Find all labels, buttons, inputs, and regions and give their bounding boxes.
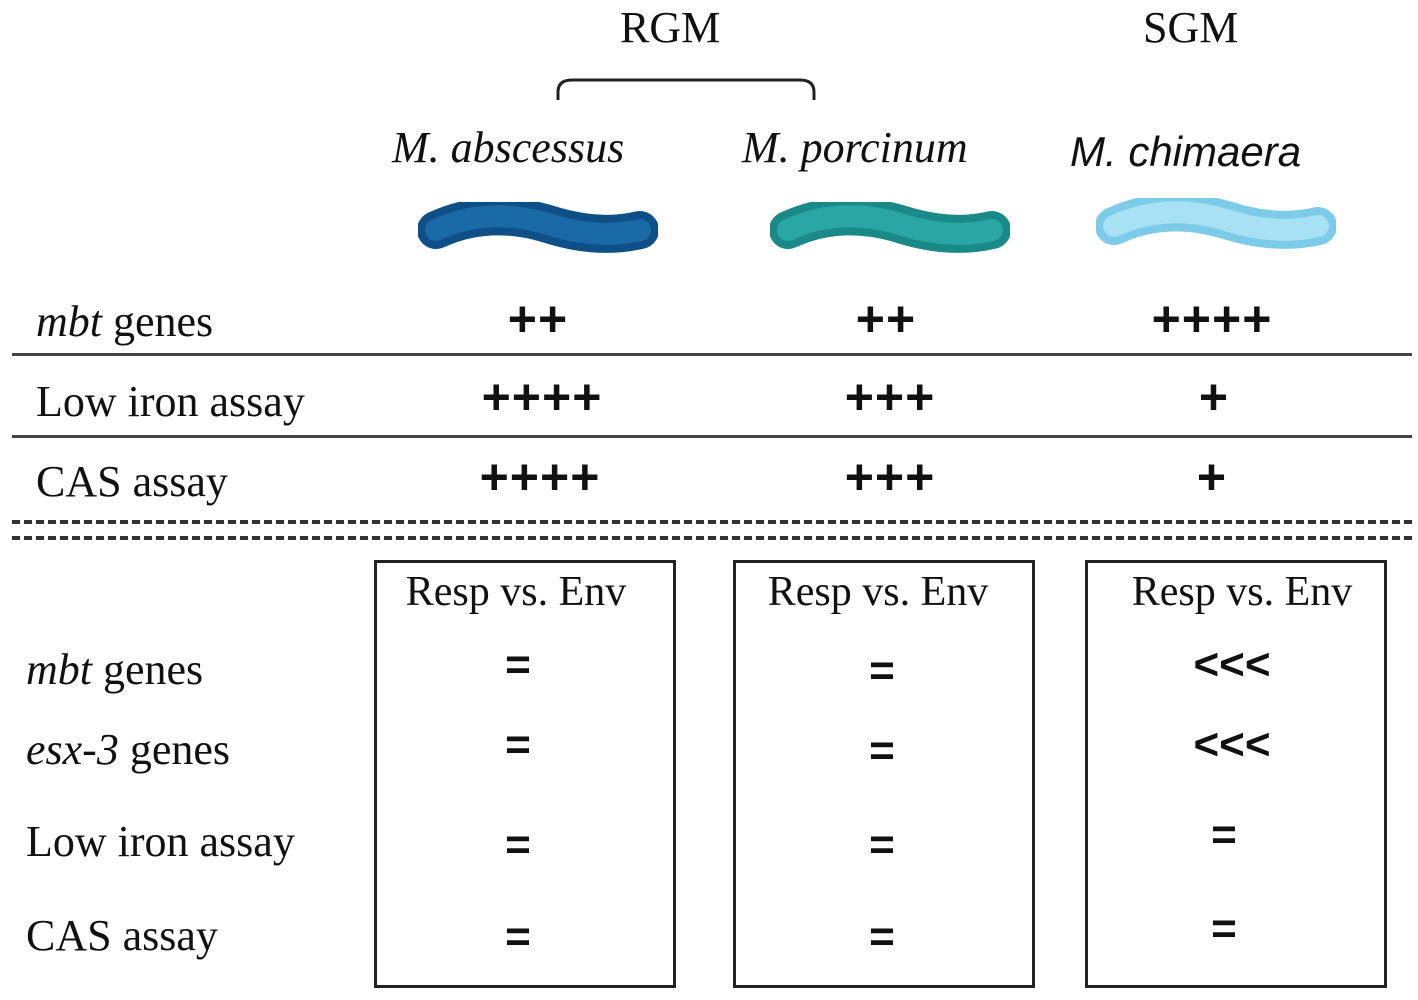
row-label-low-iron-bottom: Low iron assay	[26, 817, 295, 866]
cmp-cas-porcinum: =	[869, 912, 895, 961]
comparison-header-abscessus: Resp vs. Env	[405, 569, 627, 615]
score-low-iron-abscessus: ++++	[481, 369, 603, 425]
row-divider	[12, 435, 1412, 438]
cmp-low-iron-porcinum: =	[869, 820, 895, 869]
score-low-iron-chimaera: +	[1198, 369, 1230, 425]
score-mbt-chimaera: ++++	[1151, 291, 1273, 347]
comparison-header-chimaera: Resp vs. Env	[1131, 569, 1353, 615]
cmp-cas-abscessus: =	[505, 912, 531, 961]
rgm-bracket	[556, 78, 816, 100]
cmp-esx3-porcinum: =	[869, 726, 895, 775]
score-cas-chimaera: +	[1196, 449, 1228, 505]
row-label-cas-top: CAS assay	[36, 457, 228, 506]
species-name-chimaera: M. chimaera	[1070, 128, 1302, 175]
cmp-low-iron-chimaera: =	[1211, 810, 1237, 859]
section-separator	[12, 520, 1412, 524]
cmp-low-iron-abscessus: =	[505, 820, 531, 869]
row-label-low-iron-top: Low iron assay	[36, 377, 305, 426]
bacterium-icon-chimaera	[1096, 198, 1336, 249]
bacterium-icon-porcinum	[770, 202, 1010, 253]
row-label-cas-bottom: CAS assay	[26, 911, 218, 960]
cmp-mbt-abscessus: =	[505, 640, 531, 689]
score-mbt-abscessus: ++	[507, 291, 569, 347]
row-label-esx3-genes: esx-3 genes	[26, 725, 231, 774]
comparison-header-porcinum: Resp vs. Env	[767, 569, 989, 615]
bacterium-icon-abscessus	[418, 202, 658, 253]
cmp-esx3-chimaera: <<<	[1193, 720, 1271, 769]
group-label-rgm: RGM	[620, 3, 721, 52]
species-name-porcinum: M. porcinum	[742, 123, 968, 172]
row-label-mbt-genes-bottom: mbt genes	[26, 645, 204, 694]
cmp-esx3-abscessus: =	[505, 720, 531, 769]
comparison-box-abscessus	[374, 560, 676, 988]
score-mbt-porcinum: ++	[855, 291, 917, 347]
cmp-mbt-porcinum: =	[869, 646, 895, 695]
section-separator	[12, 536, 1412, 540]
row-divider	[12, 353, 1412, 356]
species-name-abscessus: M. abscessus	[392, 123, 625, 172]
group-label-sgm: SGM	[1143, 3, 1239, 52]
comparison-box-chimaera	[1085, 560, 1387, 988]
score-cas-porcinum: +++	[844, 449, 936, 505]
score-low-iron-porcinum: +++	[844, 369, 936, 425]
cmp-cas-chimaera: =	[1211, 904, 1237, 953]
comparison-box-porcinum	[733, 560, 1035, 988]
row-label-mbt-genes-top: mbt genes	[36, 297, 214, 346]
score-cas-abscessus: ++++	[479, 449, 601, 505]
cmp-mbt-chimaera: <<<	[1193, 640, 1271, 689]
